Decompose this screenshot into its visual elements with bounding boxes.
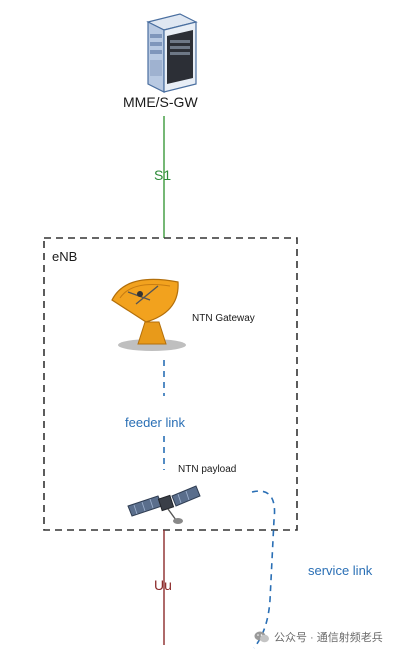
enb-boundary [43, 237, 298, 531]
satellite-icon [127, 485, 201, 524]
wechat-icon [254, 631, 269, 643]
satellite-dish-icon [111, 278, 186, 351]
ntn-gateway-label: NTN Gateway [192, 313, 255, 324]
feeder-link-label: feeder link [125, 415, 185, 430]
s1-label: S1 [154, 167, 172, 183]
mme-sgw-label: MME/S-GW [123, 94, 198, 110]
watermark-text: 公众号 · 通信射频老兵 [274, 632, 383, 644]
service-link-line [251, 490, 276, 649]
ntn-payload-label: NTN payload [178, 464, 237, 475]
server-icon [146, 13, 198, 93]
uu-label: Uu [154, 577, 172, 593]
enb-label: eNB [52, 249, 78, 264]
watermark: 公众号 · 通信射频老兵 [254, 627, 383, 647]
service-link-label: service link [308, 563, 373, 578]
